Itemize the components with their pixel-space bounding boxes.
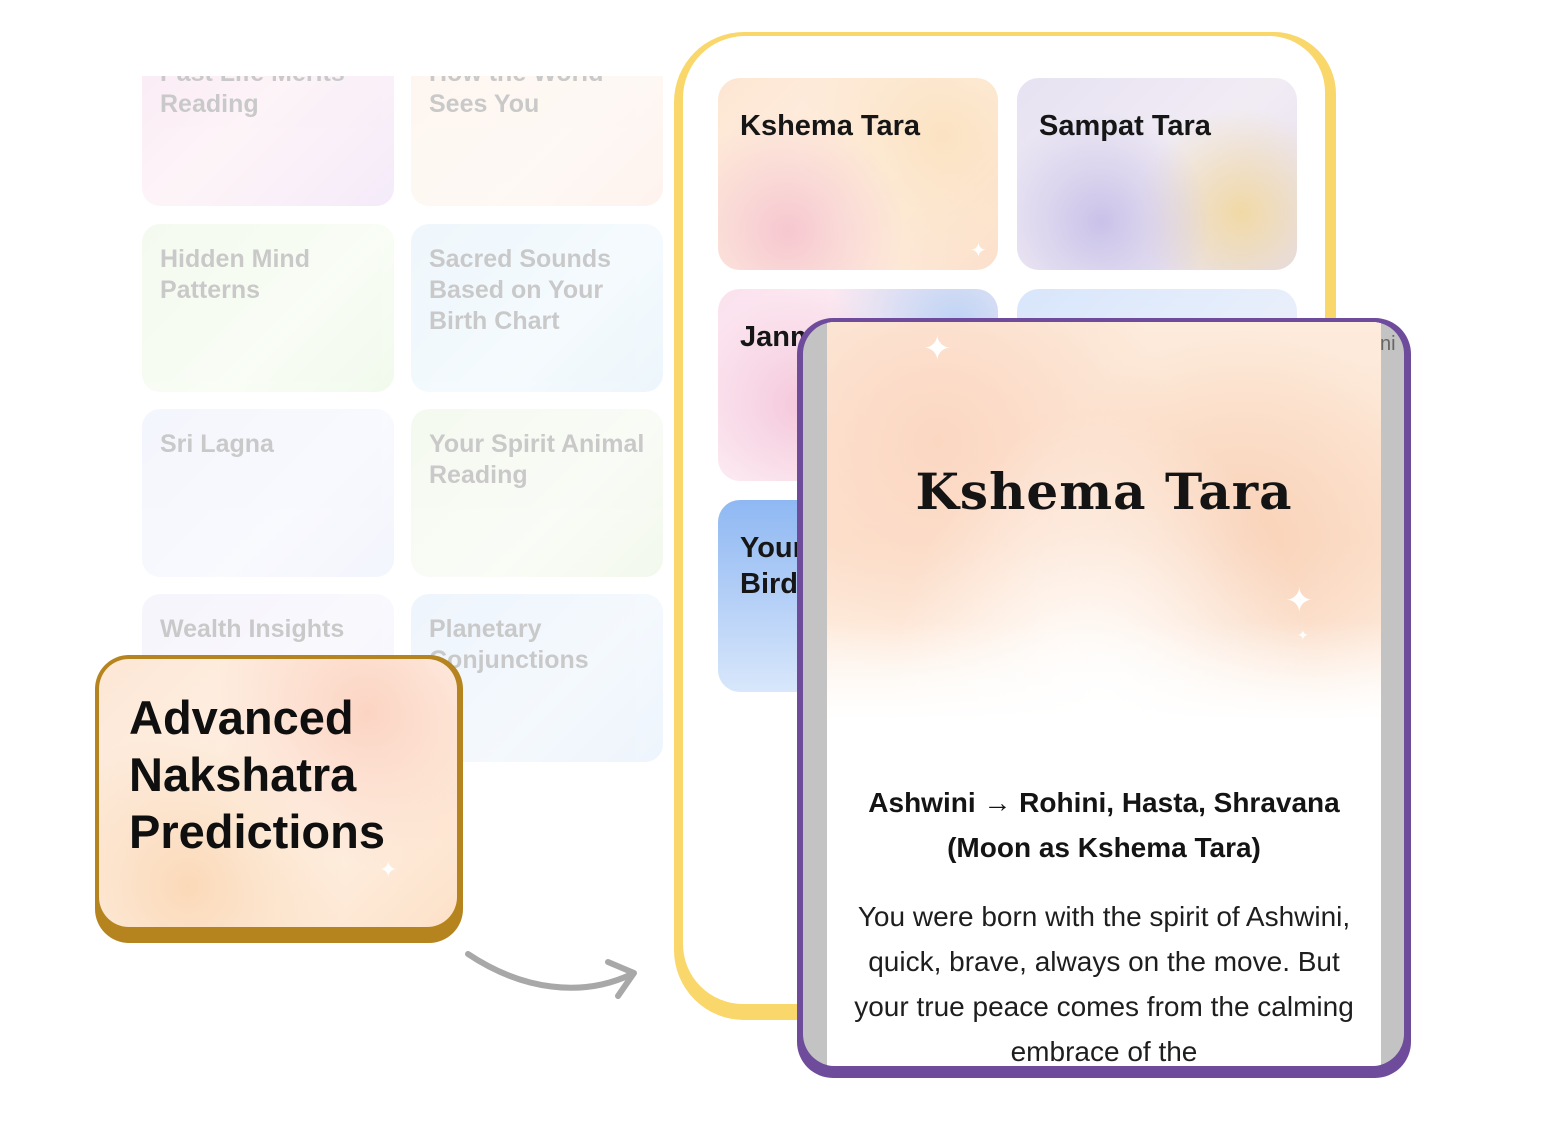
card-sri-lagna[interactable]: Sri Lagna <box>142 409 394 577</box>
sparkle-icon: ✦ <box>970 240 987 262</box>
hero-fade <box>827 622 1381 722</box>
advanced-card-title: Advanced Nakshatra Predictions <box>129 691 385 858</box>
advanced-card-body: Advanced Nakshatra Predictions ✦ <box>99 659 457 927</box>
card-title: Hidden Mind Patterns <box>160 245 310 304</box>
kshema-tara-detail-card[interactable]: ✦ ✦ ✦ Kshema Tara Ashwini → Rohini, Hast… <box>797 318 1411 1078</box>
card-title: Your Bird <box>740 532 804 600</box>
detail-title: Kshema Tara <box>915 462 1293 521</box>
nakshatra-mapping: Ashwini → Rohini, Hasta, Shravana (Moon … <box>847 780 1361 870</box>
card-title: Your Spirit Animal Reading <box>429 430 645 489</box>
card-title: Wealth Insights <box>160 615 345 643</box>
card-title: Sacred Sounds Based on Your Birth Chart <box>429 245 611 335</box>
card-title: Kshema Tara <box>740 110 920 142</box>
card-sampat-tara[interactable]: Sampat Tara <box>1017 78 1297 270</box>
sparkle-icon: ✦ <box>379 857 398 882</box>
card-title: Sampat Tara <box>1039 110 1211 142</box>
card-title: Sri Lagna <box>160 430 274 458</box>
detail-card-body: ✦ ✦ ✦ Kshema Tara Ashwini → Rohini, Hast… <box>803 322 1404 1066</box>
top-fade-overlay <box>130 0 670 76</box>
peek-text: ni <box>1380 333 1396 355</box>
detail-description: You were born with the spirit of Ashwini… <box>854 901 1354 1066</box>
card-spirit-animal[interactable]: Your Spirit Animal Reading <box>411 409 663 577</box>
mapping-line: Ashwini → Rohini, Hasta, Shravana <box>868 787 1340 818</box>
detail-content-panel: ✦ ✦ ✦ Kshema Tara Ashwini → Rohini, Hast… <box>827 322 1381 1066</box>
sparkle-icon: ✦ <box>923 330 952 368</box>
card-sacred-sounds[interactable]: Sacred Sounds Based on Your Birth Chart <box>411 224 663 392</box>
sparkle-icon: ✦ <box>1297 627 1309 643</box>
curved-arrow-icon <box>465 951 637 999</box>
sparkle-icon: ✦ <box>1285 582 1314 620</box>
card-kshema-tara[interactable]: Kshema Tara ✦ <box>718 78 998 270</box>
mapping-subline: (Moon as Kshema Tara) <box>947 832 1261 863</box>
card-title: Planetary Conjunctions <box>429 615 589 674</box>
card-hidden-mind-patterns[interactable]: Hidden Mind Patterns <box>142 224 394 392</box>
advanced-nakshatra-card[interactable]: Advanced Nakshatra Predictions ✦ <box>95 655 463 943</box>
